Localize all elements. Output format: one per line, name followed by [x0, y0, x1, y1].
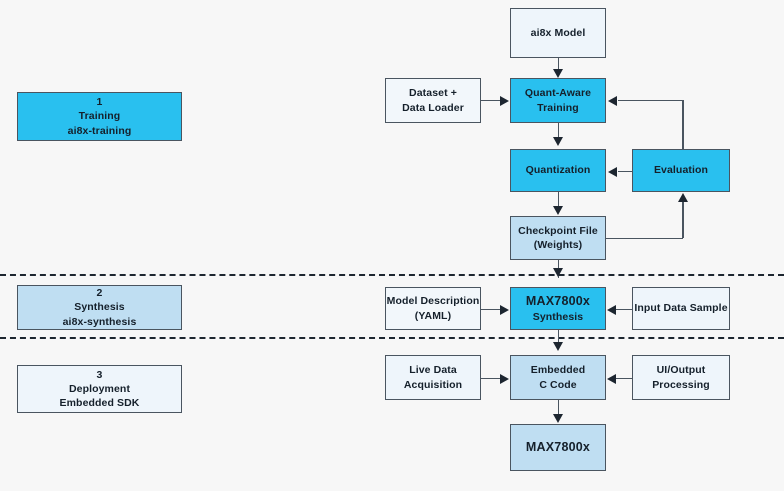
- legend-stage-3: 3 Deployment Embedded SDK: [17, 365, 182, 413]
- legend-3-number: 3: [96, 368, 103, 381]
- edge-sample-to-synthesis-line: [616, 308, 633, 310]
- node-embedded-c-code: Embedded C Code: [510, 355, 606, 400]
- node-input-data-sample: Input Data Sample: [632, 287, 730, 330]
- node-quantization-label: Quantization: [525, 164, 591, 177]
- node-embedded-c-code-line1: Embedded: [530, 364, 586, 377]
- legend-stage-2: 2 Synthesis ai8x-synthesis: [17, 285, 182, 330]
- node-ui-output-line2: Processing: [652, 378, 710, 391]
- legend-1-repo: ai8x-training: [67, 124, 132, 137]
- edge-yaml-to-synthesis-arrow: [500, 304, 509, 315]
- node-evaluation-label: Evaluation: [653, 164, 709, 177]
- edge-evaluation-feedback-vertical: [682, 100, 684, 149]
- node-model-description: Model Description (YAML): [385, 287, 481, 330]
- edge-embedded-to-device-arrow: [553, 414, 563, 423]
- node-quant-aware-training-line2: Training: [537, 101, 579, 114]
- legend-2-stage: Synthesis: [74, 301, 125, 314]
- node-dataset-line1: Dataset +: [409, 87, 457, 100]
- edge-evaluation-to-quantization-arrow: [608, 166, 617, 177]
- edge-yaml-to-synthesis-line: [481, 308, 501, 310]
- node-quant-aware-training: Quant-Aware Training: [510, 78, 606, 123]
- node-live-data-acquisition: Live Data Acquisition: [385, 355, 481, 400]
- edge-quantization-to-checkpoint-arrow: [553, 206, 563, 215]
- edge-quantization-to-checkpoint-line: [557, 192, 559, 207]
- edge-dataset-to-training-line: [481, 99, 501, 101]
- edge-uioutput-to-embedded-line: [616, 377, 633, 379]
- edge-checkpoint-to-evaluation-arrow: [678, 193, 688, 202]
- legend-3-repo: Embedded SDK: [59, 397, 140, 410]
- node-quant-aware-training-line1: Quant-Aware: [524, 87, 592, 100]
- node-model-description-line2: (YAML): [414, 309, 452, 322]
- edge-livedata-to-embedded-arrow: [500, 373, 509, 384]
- node-dataset-data-loader: Dataset + Data Loader: [385, 78, 481, 123]
- node-evaluation: Evaluation: [632, 149, 730, 192]
- legend-1-number: 1: [96, 96, 103, 109]
- divider-training-synthesis: [0, 274, 784, 276]
- edge-checkpoint-to-synthesis-arrow: [553, 268, 563, 277]
- edge-training-to-quantization-line: [557, 123, 559, 138]
- node-ui-output-line1: UI/Output: [656, 364, 706, 377]
- divider-synthesis-deployment: [0, 337, 784, 339]
- node-live-data-line1: Live Data: [409, 364, 457, 377]
- node-max7800x-device: MAX7800x: [510, 424, 606, 471]
- edge-evaluation-to-quantization-line: [618, 170, 633, 172]
- node-checkpoint-line2: (Weights): [533, 239, 583, 251]
- node-max7800x-synthesis-line2: Synthesis: [532, 310, 584, 323]
- edge-dataset-to-training-arrow: [500, 95, 509, 106]
- edge-evaluation-feedback-arrow: [608, 95, 617, 106]
- node-live-data-line2: Acquisition: [403, 378, 463, 391]
- node-embedded-c-code-line2: C Code: [539, 378, 577, 391]
- legend-3-stage: Deployment: [68, 382, 131, 395]
- edge-checkpoint-to-evaluation-horizontal: [606, 237, 683, 239]
- edge-training-to-quantization-arrow: [553, 137, 563, 146]
- edge-livedata-to-embedded-line: [481, 377, 501, 379]
- edge-embedded-to-device-line: [557, 400, 559, 416]
- edge-model-to-training-line: [557, 58, 559, 71]
- edge-model-to-training-arrow: [553, 69, 563, 78]
- node-max7800x-synthesis-line1: MAX7800x: [525, 293, 591, 308]
- node-input-data-sample-label: Input Data Sample: [634, 302, 728, 315]
- legend-1-stage: Training: [78, 110, 121, 123]
- node-ai8x-model-label: ai8x Model: [530, 26, 586, 39]
- edge-uioutput-to-embedded-arrow: [607, 373, 616, 384]
- node-checkpoint-file: Checkpoint File (Weights): [510, 216, 606, 260]
- legend-stage-1: 1 Training ai8x-training: [17, 92, 182, 141]
- edge-synthesis-to-embedded-line: [557, 330, 559, 348]
- edge-synthesis-to-embedded-arrow: [553, 342, 563, 351]
- edge-sample-to-synthesis-arrow: [607, 304, 616, 315]
- node-ai8x-model: ai8x Model: [510, 8, 606, 58]
- legend-2-repo: ai8x-synthesis: [62, 315, 137, 328]
- node-max7800x-synthesis: MAX7800x Synthesis: [510, 287, 606, 330]
- node-ui-output-processing: UI/Output Processing: [632, 355, 730, 400]
- legend-2-number: 2: [96, 287, 103, 300]
- node-checkpoint-line1: Checkpoint File: [518, 224, 598, 237]
- node-model-description-line1: Model Description: [386, 295, 480, 308]
- edge-evaluation-feedback-horizontal: [618, 99, 683, 101]
- node-quantization: Quantization: [510, 149, 606, 192]
- node-dataset-line2: Data Loader: [402, 101, 464, 114]
- node-max7800x-device-label: MAX7800x: [525, 440, 591, 455]
- edge-checkpoint-to-evaluation-vertical: [682, 202, 684, 238]
